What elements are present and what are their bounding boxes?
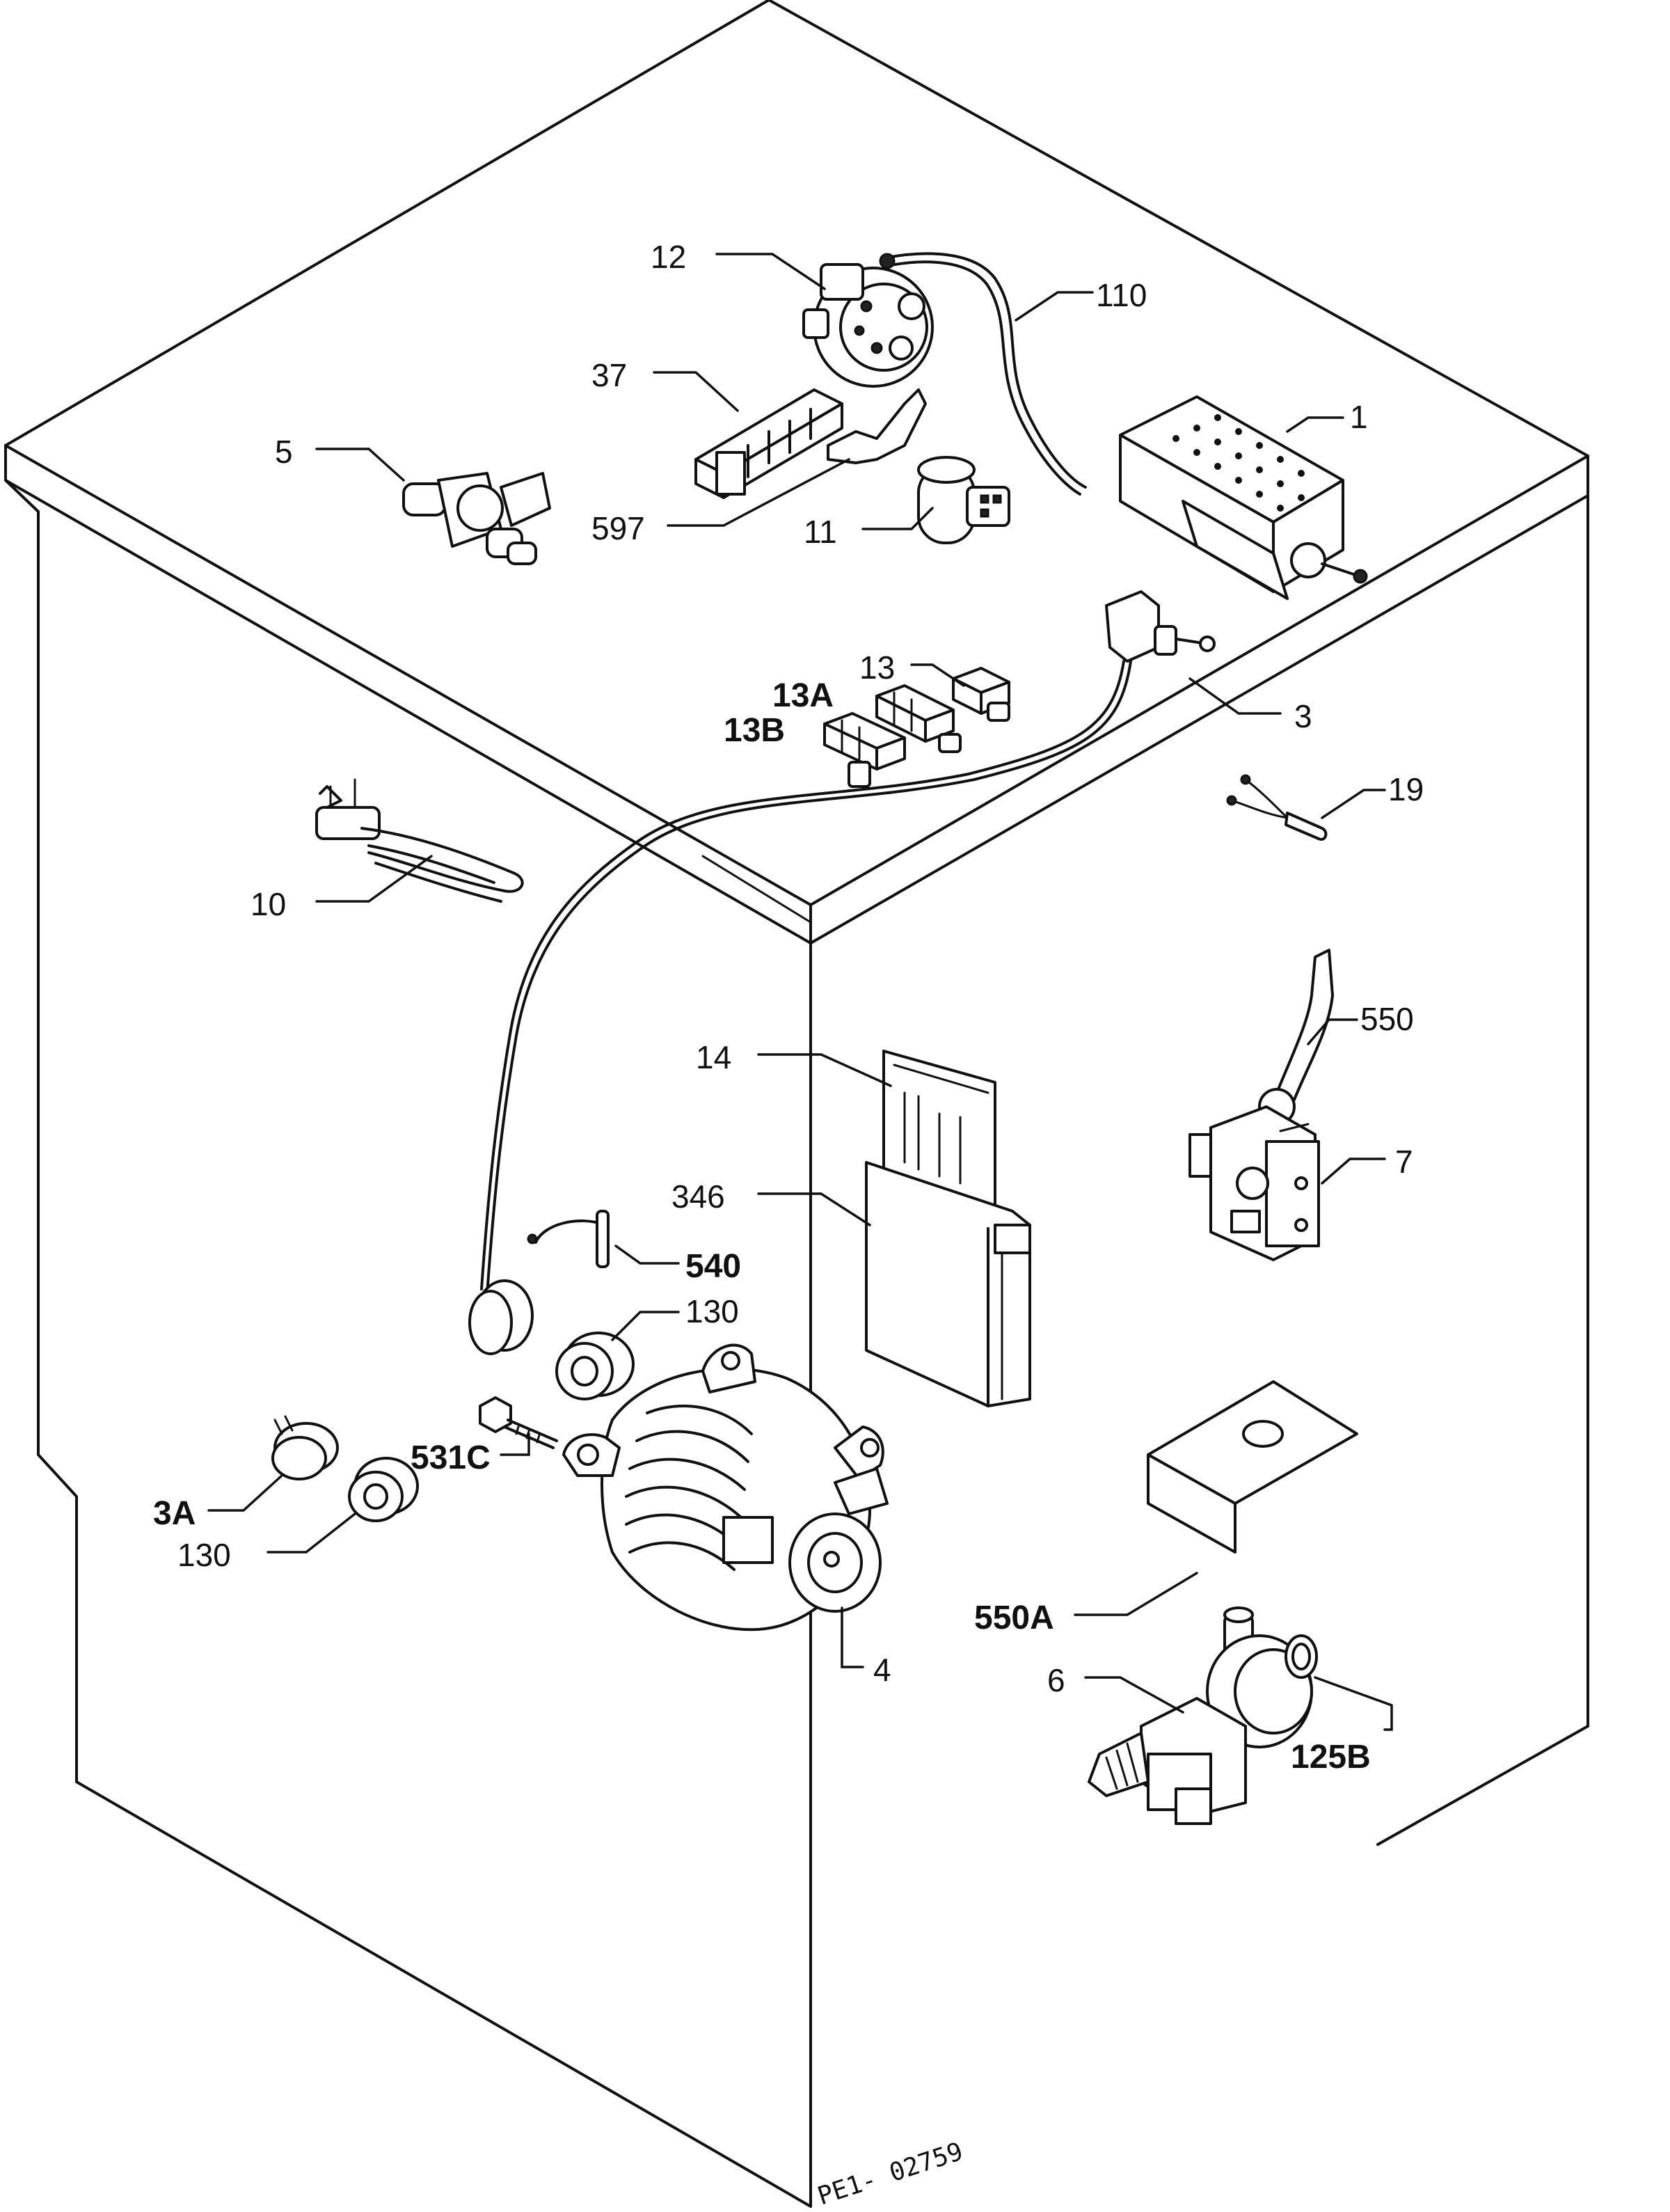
callout-346: 346 xyxy=(671,1178,725,1215)
cable-grommet xyxy=(468,1279,534,1355)
door-lock-lever xyxy=(1258,949,1334,1125)
callout-4: 4 xyxy=(873,1652,891,1688)
leader-lines xyxy=(207,253,1393,1731)
callout-110: 110 xyxy=(1096,277,1147,313)
dispenser-housing xyxy=(865,1161,1031,1407)
mounting-bracket xyxy=(1147,1380,1358,1554)
capacitor xyxy=(917,456,1010,544)
callout-130-upper: 130 xyxy=(685,1293,739,1329)
callout-3A: 3A xyxy=(153,1495,196,1532)
rubber-bush-upper xyxy=(555,1332,635,1400)
motor-bolt xyxy=(479,1396,558,1449)
callout-13: 13 xyxy=(859,649,895,686)
callout-550: 550 xyxy=(1360,1001,1414,1037)
drawing-reference-code: PE1- 02759 xyxy=(814,2138,967,2211)
callout-5: 5 xyxy=(275,434,293,470)
pressure-hose xyxy=(879,252,1087,496)
terminal-strip xyxy=(694,388,843,499)
callout-37: 37 xyxy=(591,357,627,393)
connector-13A xyxy=(875,684,962,753)
pressure-switch xyxy=(802,263,934,388)
callout-14: 14 xyxy=(696,1039,731,1075)
callout-labels: 12 110 37 5 1 597 11 3 13 13A 13B 19 10 … xyxy=(153,239,1424,1776)
cabinet-outline xyxy=(4,0,1589,2208)
callout-7: 7 xyxy=(1395,1144,1413,1180)
callout-1: 1 xyxy=(1350,399,1368,435)
heating-element xyxy=(315,778,524,903)
switch-with-cable xyxy=(480,590,1216,1296)
door-lock xyxy=(1188,1105,1320,1261)
thermostat xyxy=(271,1415,339,1480)
temperature-sensor xyxy=(1226,774,1328,841)
inlet-valve xyxy=(402,472,551,565)
rubber-bush-lower xyxy=(348,1457,419,1522)
callout-597: 597 xyxy=(591,510,645,546)
callout-10: 10 xyxy=(250,886,286,922)
callout-12: 12 xyxy=(651,239,686,275)
callout-11: 11 xyxy=(804,514,837,550)
callout-6: 6 xyxy=(1047,1662,1065,1698)
callout-540: 540 xyxy=(685,1248,741,1285)
cable-tie xyxy=(527,1210,610,1268)
callout-3: 3 xyxy=(1294,698,1312,734)
callout-13A: 13A xyxy=(772,677,834,714)
callout-531C: 531C xyxy=(411,1439,491,1476)
callout-19: 19 xyxy=(1388,771,1424,807)
callout-125B: 125B xyxy=(1291,1739,1371,1776)
callout-550A: 550A xyxy=(974,1599,1054,1636)
callout-130-lower: 130 xyxy=(177,1537,231,1573)
pump-seal-ring xyxy=(1285,1634,1318,1679)
callout-13B: 13B xyxy=(724,712,785,749)
programmer-timer xyxy=(1119,395,1368,600)
connector-13 xyxy=(952,667,1010,722)
connector-13B xyxy=(823,712,906,788)
drain-pump xyxy=(1088,1606,1313,1825)
motor xyxy=(562,1343,889,1632)
